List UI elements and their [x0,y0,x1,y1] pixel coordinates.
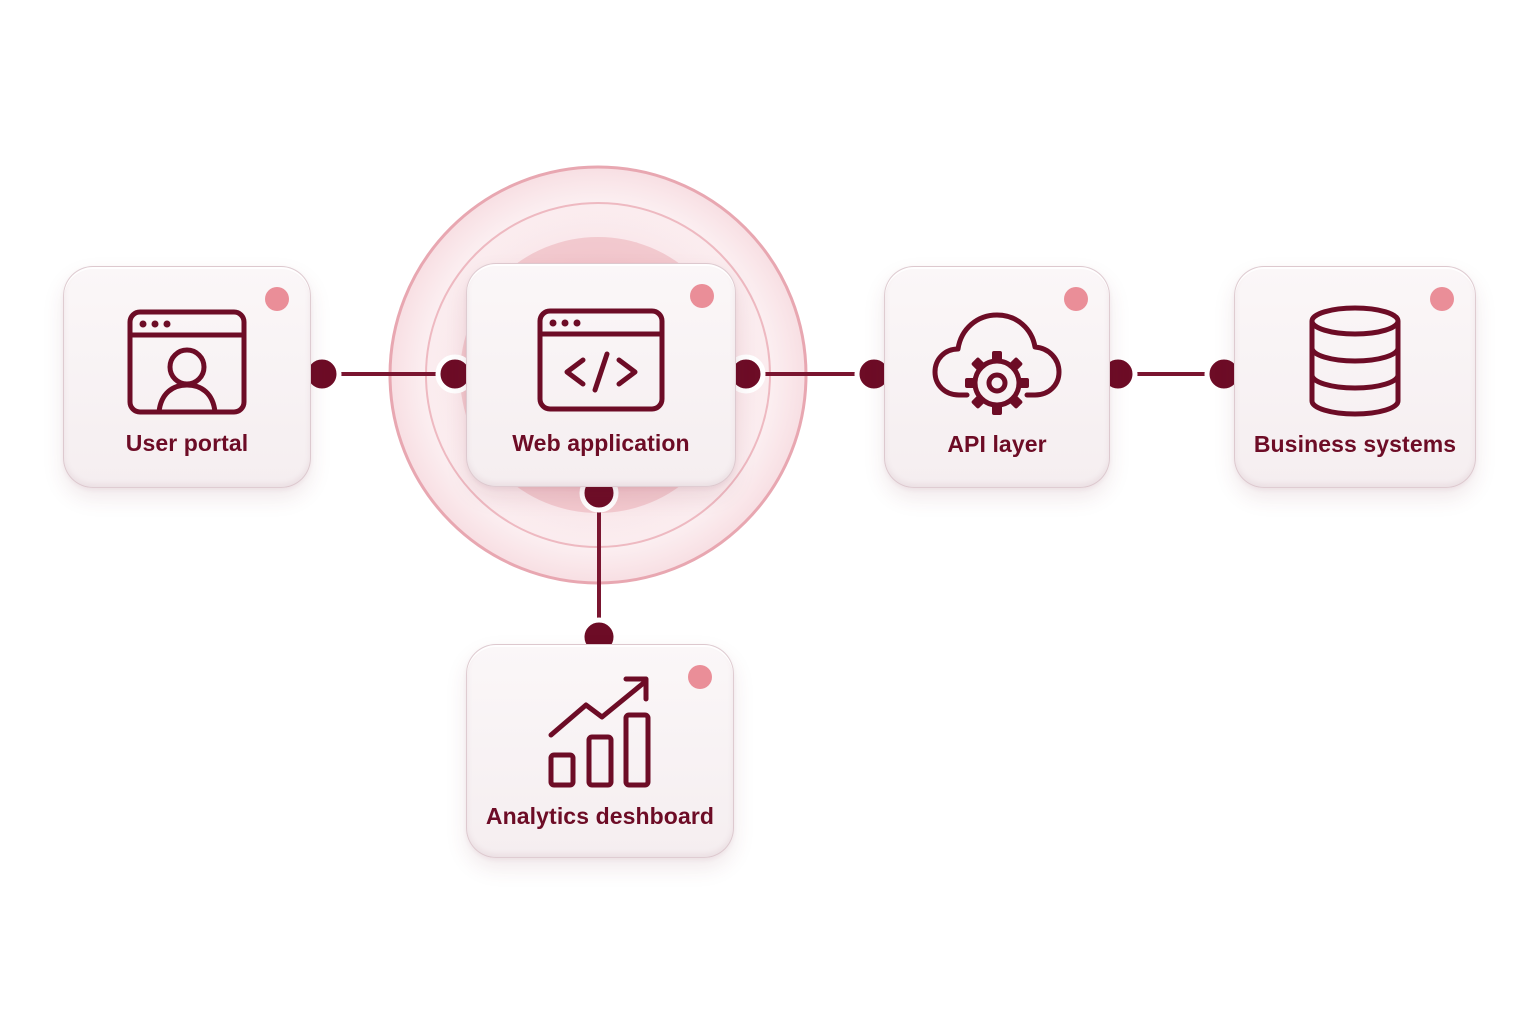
status-dot [688,665,712,689]
browser-user-icon [127,309,247,415]
node-label: User portal [125,430,249,456]
node-api-layer[interactable]: API layer [884,266,1110,488]
node-analytics-dashboard[interactable]: Analytics deshboard [466,644,734,858]
node-label: Analytics deshboard [485,803,715,829]
node-user-portal[interactable]: User portal [63,266,311,488]
database-icon [1309,305,1401,417]
status-dot [1064,287,1088,311]
node-label: Web application [512,430,690,456]
status-dot [690,284,714,308]
node-web-application[interactable]: Web application [466,263,736,487]
status-dot [1430,287,1454,311]
node-business-systems[interactable]: Business systems [1234,266,1476,488]
status-dot [265,287,289,311]
code-window-icon [537,308,665,412]
node-label: Business systems [1253,431,1457,457]
growth-chart-icon [548,676,651,788]
node-label: API layer [947,431,1047,457]
cloud-gear-icon [932,312,1062,415]
